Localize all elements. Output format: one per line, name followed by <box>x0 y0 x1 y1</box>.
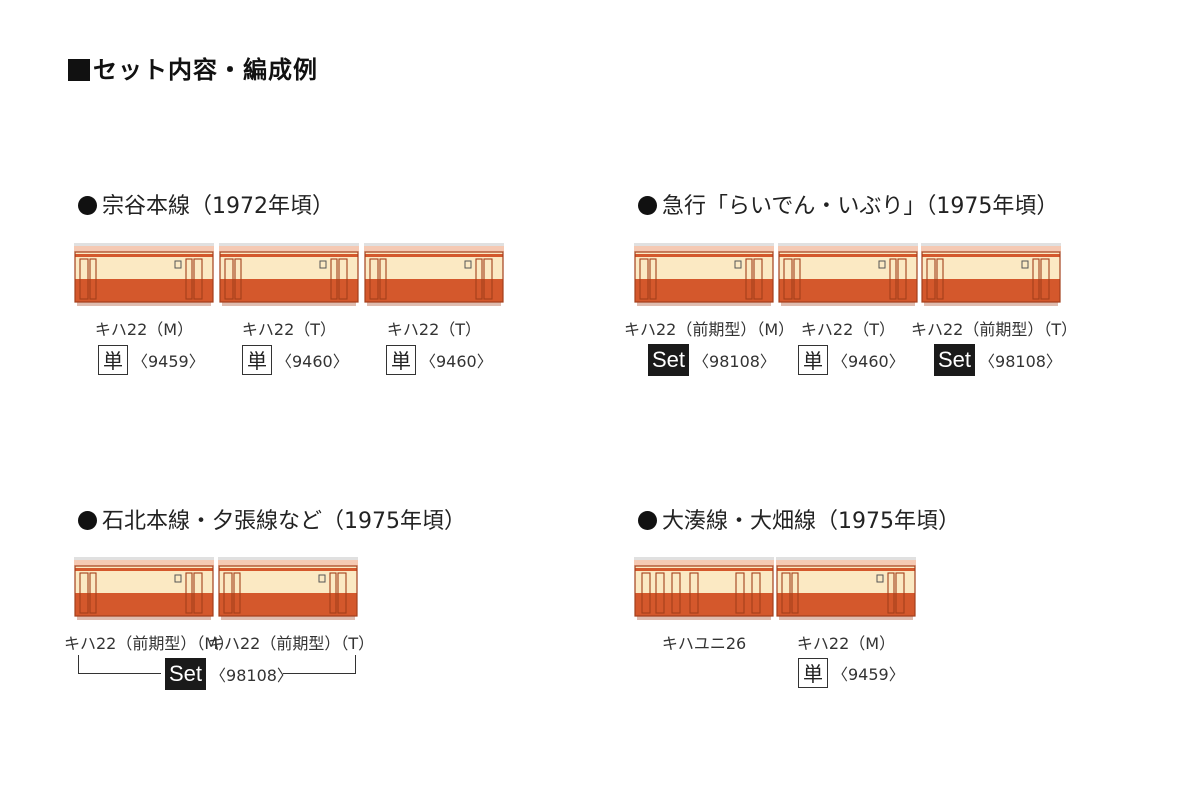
car-label: キハ22（前期型）（T） <box>911 320 1078 339</box>
railcar-kiha22 <box>634 243 774 307</box>
railcar-kiha22 <box>921 243 1061 307</box>
set-badge: Set <box>165 658 207 690</box>
car-label: キハ22（T） <box>386 320 482 339</box>
railcar-illustration <box>219 243 359 306</box>
car-label: キハユニ26 <box>661 634 747 653</box>
section-heading: 急行「らいでん・いぶり」（1975年頃） <box>638 188 1058 220</box>
set-badge: Set <box>648 344 690 376</box>
railcar-kiha22 <box>364 243 504 307</box>
bullet-icon <box>78 511 97 530</box>
railcar-illustration <box>921 243 1061 306</box>
group-bracket-right <box>283 655 356 674</box>
car-label: キハ22（前期型）（M） <box>64 634 235 653</box>
bullet-icon <box>638 511 657 530</box>
railcar-illustration <box>634 243 774 306</box>
product-code-row: 単〈9460〉 <box>386 345 493 375</box>
railcar-illustration <box>778 243 918 306</box>
railcar-kiyuni26 <box>634 557 774 621</box>
railcar-illustration <box>776 557 916 620</box>
page-title: セット内容・編成例 <box>68 50 318 85</box>
product-code: 〈98108〉 <box>210 666 293 685</box>
railcar-kiha22 <box>219 243 359 307</box>
railcar-illustration <box>634 557 774 620</box>
car-label: キハ22（前期型）（M） <box>624 320 795 339</box>
single-badge: 単 <box>242 345 272 375</box>
page-title-text: セット内容・編成例 <box>93 56 318 84</box>
product-code: 〈9459〉 <box>832 665 905 684</box>
product-code-row: Set〈98108〉 <box>934 344 1062 376</box>
railcar-kiha22 <box>776 557 916 621</box>
product-code-row: 単〈9459〉 <box>98 345 205 375</box>
product-code: 〈98108〉 <box>693 352 776 371</box>
railcar-illustration <box>364 243 504 306</box>
set-badge: Set <box>934 344 976 376</box>
car-label: キハ22（M） <box>796 634 896 653</box>
railcar-illustration <box>74 557 214 620</box>
railcar-illustration <box>74 243 214 306</box>
railcar-kiha22 <box>778 243 918 307</box>
car-label: キハ22（T） <box>800 320 896 339</box>
car-label: キハ22（T） <box>241 320 337 339</box>
product-code-row: 単〈9459〉 <box>798 658 905 688</box>
section-heading: 大湊線・大畑線（1975年頃） <box>638 503 960 535</box>
car-label: キハ22（M） <box>94 320 194 339</box>
product-code: 〈9460〉 <box>276 352 349 371</box>
product-code-row: Set〈98108〉 <box>165 658 293 690</box>
square-icon <box>68 59 90 81</box>
product-code: 〈9459〉 <box>132 352 205 371</box>
railcar-illustration <box>218 557 358 620</box>
section-heading: 石北本線・夕張線など（1975年頃） <box>78 503 466 535</box>
bullet-icon <box>78 196 97 215</box>
car-label: キハ22（前期型）（T） <box>208 634 375 653</box>
single-badge: 単 <box>798 658 828 688</box>
single-badge: 単 <box>798 345 828 375</box>
product-code-row: 単〈9460〉 <box>242 345 349 375</box>
product-code: 〈98108〉 <box>979 352 1062 371</box>
product-code-row: Set〈98108〉 <box>648 344 776 376</box>
railcar-kiha22 <box>218 557 358 621</box>
single-badge: 単 <box>98 345 128 375</box>
section-heading: 宗谷本線（1972年頃） <box>78 188 334 220</box>
railcar-kiha22 <box>74 557 214 621</box>
group-bracket-left <box>78 655 161 674</box>
bullet-icon <box>638 196 657 215</box>
product-code: 〈9460〉 <box>420 352 493 371</box>
railcar-kiha22 <box>74 243 214 307</box>
product-code: 〈9460〉 <box>832 352 905 371</box>
single-badge: 単 <box>386 345 416 375</box>
product-code-row: 単〈9460〉 <box>798 345 905 375</box>
